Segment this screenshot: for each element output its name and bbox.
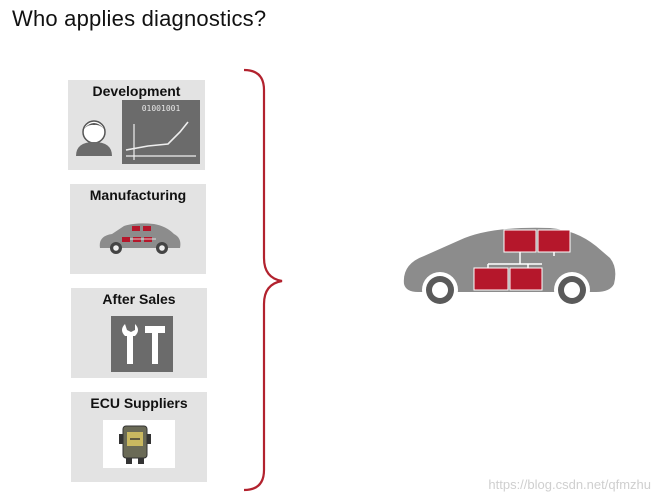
page-title: Who applies diagnostics? — [12, 6, 267, 31]
chart-panel — [122, 100, 200, 164]
card-manufacturing: Manufacturing — [70, 184, 206, 274]
watermark: https://blog.csdn.net/qfmzhu — [488, 477, 651, 492]
card-development: Development 01001001 — [68, 80, 205, 170]
card-label-manufacturing: Manufacturing — [89, 187, 187, 203]
developer-chart-icon: 01001001 — [76, 100, 200, 164]
ecu-module-icon — [103, 420, 175, 468]
binary-text: 01001001 — [142, 104, 181, 113]
card-label-development: Development — [92, 83, 181, 99]
curly-brace — [243, 68, 283, 492]
tools-icon — [111, 316, 173, 372]
card-ecu-suppliers: ECU Suppliers — [71, 392, 207, 482]
car-ecu-network-icon — [403, 227, 616, 308]
production-car-icon — [99, 223, 181, 254]
person-icon — [76, 120, 112, 156]
card-label-after-sales: After Sales — [102, 291, 176, 307]
card-after-sales: After Sales — [71, 288, 207, 378]
card-label-ecu-suppliers: ECU Suppliers — [90, 395, 188, 411]
